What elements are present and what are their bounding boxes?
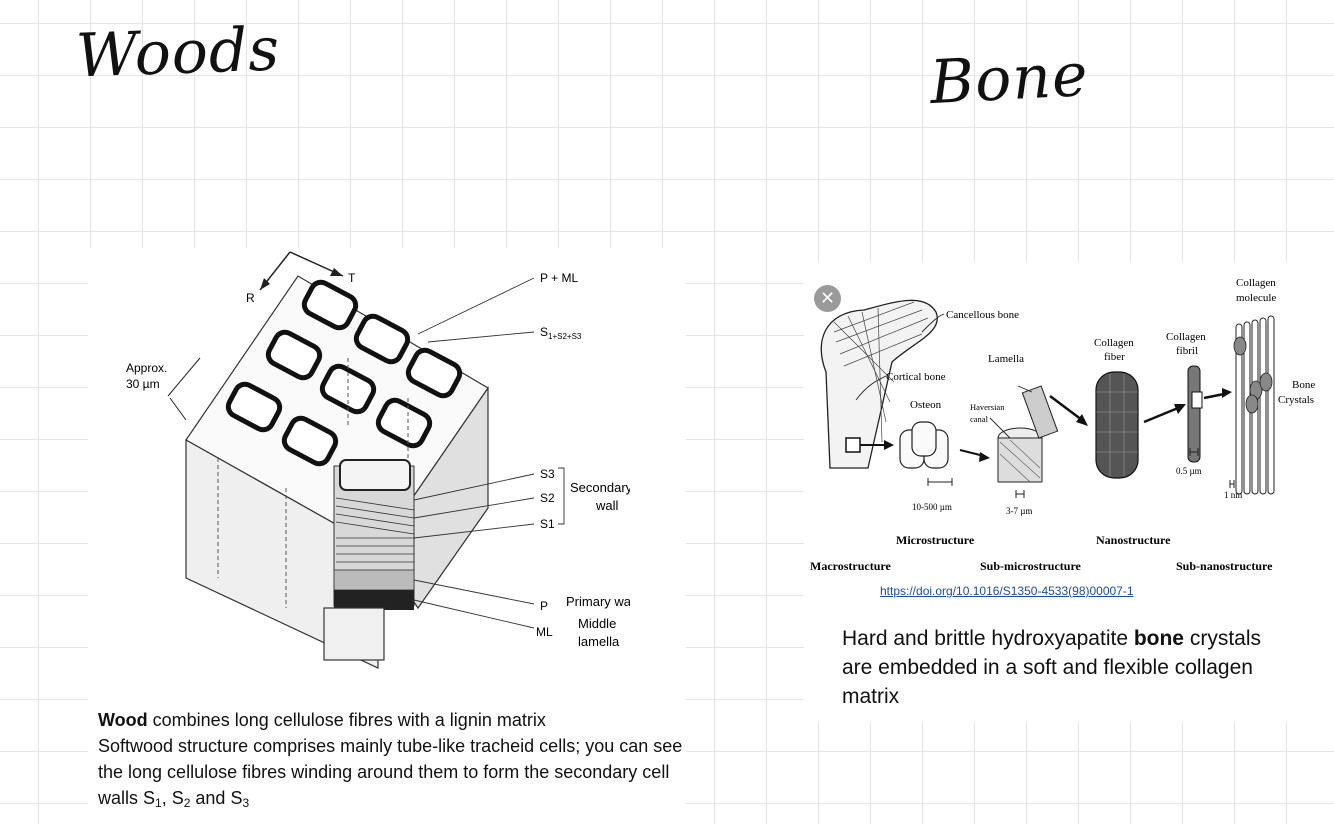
wood-caption: Wood combines long cellulose fibres with… — [98, 710, 683, 810]
collagen-fiber-label-2: fiber — [1104, 351, 1125, 363]
bone-heading: Bone — [928, 39, 1091, 119]
collagen-molecule-label-1: Collagen — [1236, 277, 1276, 289]
secondary-wall-label-1: Secondary — [570, 480, 630, 495]
doi-link[interactable]: https://doi.org/10.1016/S1350-4533(98)00… — [880, 584, 1134, 598]
bone-hierarchy-diagram: Cancellous bone Cortical bone Lamella Os… — [804, 262, 1334, 578]
bone-caption: Hard and brittle hydroxyapatite bone cry… — [842, 627, 1262, 708]
scale-osteon-label: 10-500 µm — [912, 502, 952, 512]
cancellous-bone-label: Cancellous bone — [946, 309, 1019, 321]
lamella-label: Lamella — [988, 353, 1024, 365]
label-s1: S1 — [540, 517, 555, 531]
wood-heading: Woods — [74, 14, 282, 92]
collagen-fibril-label-1: Collagen — [1166, 331, 1206, 343]
collagen-fiber-label-1: Collagen — [1094, 337, 1134, 349]
approx-label-2: 30 µm — [126, 377, 160, 391]
scale-molecule-label: 1 nm — [1224, 490, 1242, 500]
bone-caption-bold: bone — [1133, 627, 1184, 650]
label-p: P — [540, 599, 548, 613]
bone-crystals-label-1: Bone — [1292, 379, 1315, 391]
middle-lamella-label-2: lamella — [578, 634, 620, 649]
sub-microstructure-label: Sub-microstructure — [980, 559, 1082, 573]
label-p-ml: P + ML — [540, 271, 578, 285]
collagen-fibril-label-2: fibril — [1176, 345, 1198, 357]
cortical-bone-label: Cortical bone — [886, 371, 946, 383]
wood-panel: R T — [88, 248, 686, 824]
macrostructure-label: Macrostructure — [810, 559, 892, 573]
wood-cell-wall-diagram: R T — [118, 248, 637, 688]
axis-t-label: T — [348, 271, 356, 285]
label-ml: ML — [536, 625, 553, 639]
haversian-label-1: Haversian — [970, 402, 1005, 412]
close-icon[interactable]: ✕ — [814, 285, 841, 312]
middle-lamella-label-1: Middle — [578, 616, 616, 631]
secondary-wall-label-2: wall — [595, 498, 619, 513]
haversian-label-2: canal — [970, 414, 989, 424]
scale-fibril-label: 0.5 µm — [1176, 466, 1202, 476]
nanostructure-label: Nanostructure — [1096, 533, 1171, 547]
sub-nanostructure-label: Sub-nanostructure — [1176, 559, 1273, 573]
label-s2: S2 — [540, 491, 555, 505]
scale-lamella-label: 3-7 µm — [1006, 506, 1032, 516]
primary-wall-label: Primary wall — [566, 594, 630, 609]
microstructure-label: Microstructure — [896, 533, 975, 547]
axis-r-label: R — [246, 291, 255, 305]
bone-crystals-label-2: Crystals — [1278, 394, 1314, 406]
approx-label-1: Approx. — [126, 361, 167, 375]
label-s3: S3 — [540, 467, 555, 481]
collagen-molecule-label-2: molecule — [1236, 292, 1276, 304]
bone-panel: Cancellous bone Cortical bone Lamella Os… — [804, 262, 1334, 722]
osteon-label: Osteon — [910, 399, 942, 411]
wood-caption-bold: Wood — [98, 710, 148, 730]
label-s-sum: S1+S2+S3 — [540, 325, 582, 341]
